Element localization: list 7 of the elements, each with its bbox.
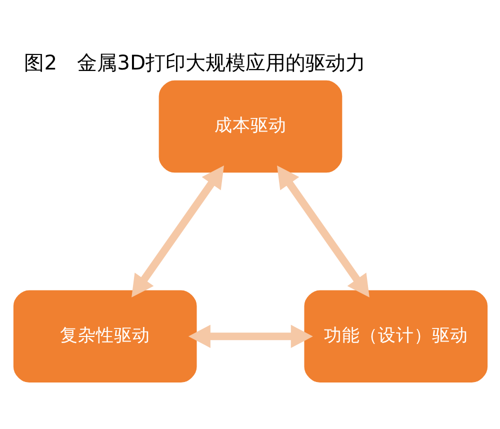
arrow: [131, 165, 224, 297]
node-box: 成本驱动: [158, 80, 342, 172]
node-box: 功能（设计）驱动: [304, 290, 488, 382]
diagram-title: 图2 金属3D打印大规模应用的驱动力: [24, 50, 366, 74]
arrow: [188, 324, 312, 348]
arrow: [276, 165, 369, 297]
node-box: 复杂性驱动: [12, 290, 196, 382]
